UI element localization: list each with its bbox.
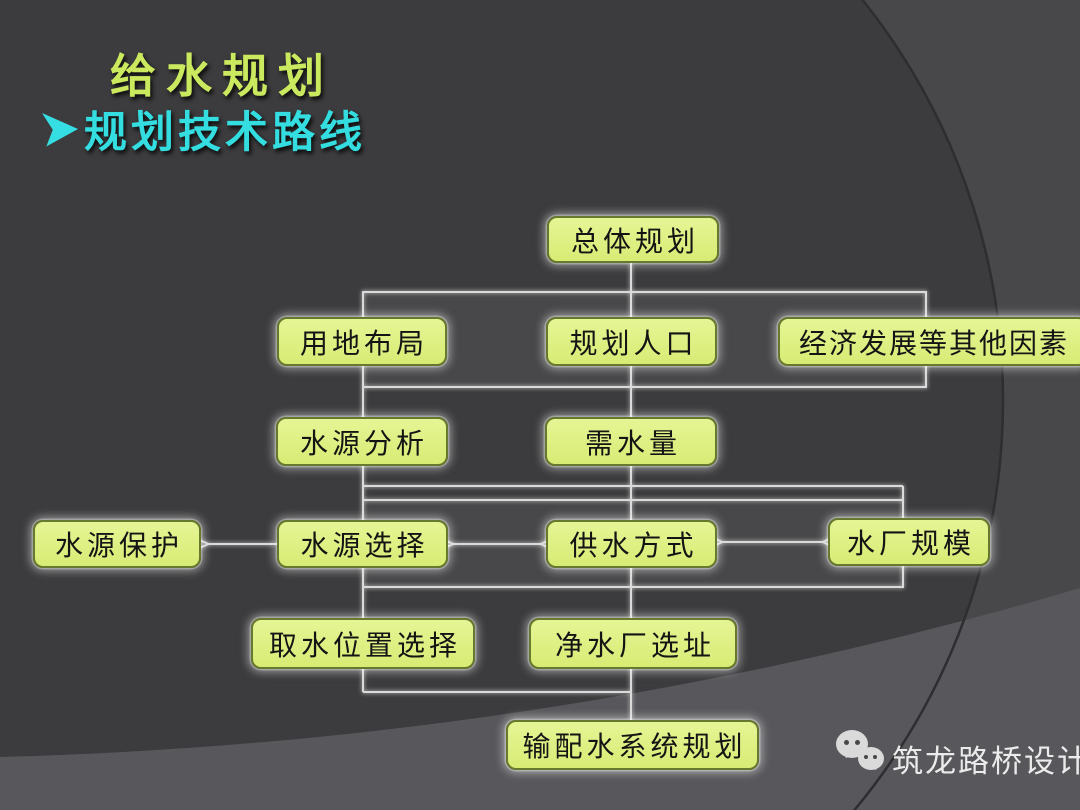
wechat-eye xyxy=(844,740,849,745)
wechat-eye xyxy=(855,740,860,745)
background-thin-arc xyxy=(852,0,1005,810)
wechat-bubble-small xyxy=(858,747,884,770)
node-water-plant-scale: 水厂规模 xyxy=(828,518,990,566)
node-overall-planning: 总体规划 xyxy=(547,216,719,263)
node-water-source-analysis: 水源分析 xyxy=(276,417,448,466)
page-title: 给水规划 xyxy=(110,51,334,102)
wechat-eye xyxy=(873,755,877,759)
arrow-right-bullet-icon xyxy=(42,113,78,147)
node-distribution-system-planning: 输配水系统规划 xyxy=(506,720,759,770)
node-intake-location-selection: 取水位置选择 xyxy=(251,618,475,669)
node-water-supply-mode: 供水方式 xyxy=(546,520,717,568)
node-water-source-selection: 水源选择 xyxy=(277,520,448,568)
background-bottom-circle-region xyxy=(0,588,1080,810)
brand-text: 筑龙路桥设计 xyxy=(892,744,1080,779)
node-water-source-protection: 水源保护 xyxy=(33,520,201,568)
node-treatment-plant-siting: 净水厂选址 xyxy=(529,618,737,669)
subtitle-row: 规划技术路线 xyxy=(42,98,366,160)
wechat-eye xyxy=(864,755,868,759)
node-water-demand: 需水量 xyxy=(545,417,717,466)
wechat-icon xyxy=(836,730,890,780)
watermark: 筑龙路桥设计 xyxy=(836,728,1080,784)
node-economic-other-factors: 经济发展等其他因素 xyxy=(778,317,1080,366)
subtitle-text: 规划技术路线 xyxy=(84,110,366,157)
node-land-use-layout: 用地布局 xyxy=(277,317,447,366)
node-planned-population: 规划人口 xyxy=(546,317,717,366)
